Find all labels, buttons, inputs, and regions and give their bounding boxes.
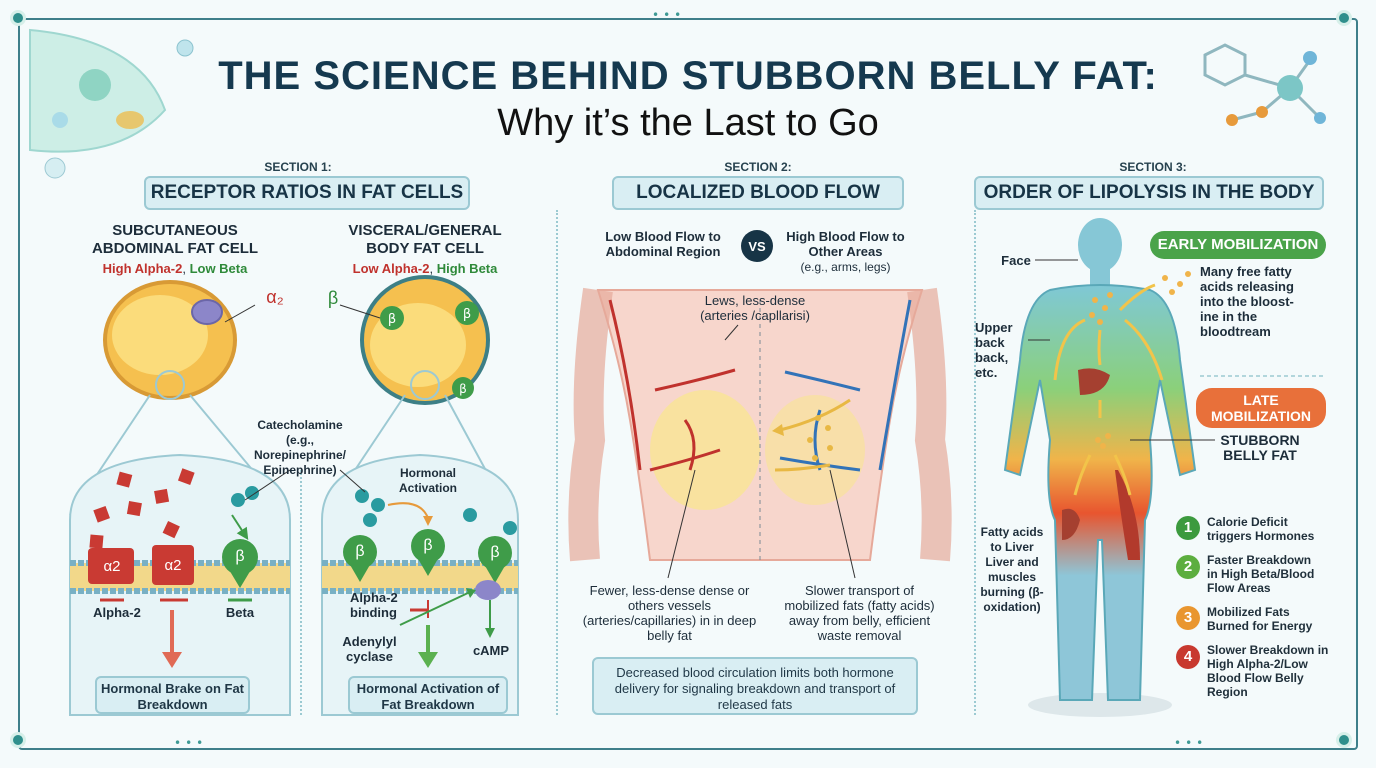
beta-receptor-label-r1: β bbox=[355, 543, 365, 560]
step-text-1: Calorie Deficit triggers Hormones bbox=[1207, 515, 1315, 543]
subcutaneous-title-line2: ABDOMINAL FAT CELL bbox=[91, 240, 259, 257]
step-number-4: 4 bbox=[1176, 645, 1200, 669]
adenylyl-cyclase-label: Adenylyl cyclase bbox=[342, 634, 397, 664]
upper-back-label: Upper back back, etc. bbox=[975, 320, 1013, 380]
beta-symbol: β bbox=[327, 288, 339, 308]
beta-receptor-label-left: β bbox=[235, 548, 245, 565]
fatty-acid-dots bbox=[1089, 271, 1191, 449]
fewer-vessels-label: Fewer, less-dense dense or others vessel… bbox=[582, 583, 757, 643]
svg-text:β: β bbox=[388, 312, 396, 327]
torso-illustration bbox=[568, 287, 952, 562]
section2-heading: LOCALIZED BLOOD FLOW bbox=[612, 176, 904, 210]
catecholamine-molecules-left bbox=[89, 468, 195, 549]
hormonal-activation-label: Hormonal Activation bbox=[398, 466, 457, 495]
svg-text:β: β bbox=[463, 307, 471, 322]
visceral-title-line2: BODY FAT CELL bbox=[366, 240, 484, 257]
section1-label: SECTION 1: bbox=[264, 160, 332, 174]
high-blood-flow-label: High Blood Flow to Other Areas bbox=[786, 229, 905, 259]
ratio-high-beta: High Beta bbox=[436, 261, 498, 276]
step-text-3: Mobilized Fats Burned for Energy bbox=[1207, 605, 1313, 633]
face-label: Face bbox=[1001, 253, 1031, 268]
subcutaneous-fat-cell-icon bbox=[103, 280, 237, 400]
step-number-3: 3 bbox=[1176, 606, 1200, 630]
section2-label: SECTION 2: bbox=[724, 160, 792, 174]
visceral-title: VISCERAL/GENERAL BODY FAT CELL bbox=[310, 222, 540, 258]
section3-label: SECTION 3: bbox=[1119, 160, 1187, 174]
page-title: THE SCIENCE BEHIND STUBBORN BELLY FAT: bbox=[218, 54, 1158, 98]
fatty-acids-liver-label: Fatty acids to Liver Liver and muscles b… bbox=[980, 525, 1044, 614]
section-divider-2 bbox=[974, 210, 976, 715]
stubborn-belly-fat-label: STUBBORN BELLY FAT bbox=[1220, 432, 1300, 463]
decor-dots-bottom: ••• bbox=[174, 736, 208, 750]
page-frame bbox=[18, 18, 1358, 750]
subcutaneous-ratio: High Alpha-2, Low Beta bbox=[60, 261, 290, 276]
section3-heading: ORDER OF LIPOLYSIS IN THE BODY bbox=[974, 176, 1324, 210]
beta-receptor-label-r3: β bbox=[490, 544, 500, 561]
vs-badge: VS bbox=[748, 239, 766, 254]
alpha2-receptor-label-2: α2 bbox=[164, 557, 182, 574]
hormonal-activation-caption: Hormonal Activation of Fat Breakdown bbox=[348, 676, 508, 714]
ratio-separator-left: , bbox=[182, 261, 186, 276]
page-subtitle: Why it’s the Last to Go bbox=[497, 102, 879, 144]
alpha2-receptor-2 bbox=[152, 545, 194, 585]
high-blood-flow-example: (e.g., arms, legs) bbox=[800, 260, 891, 274]
cell-decoration-icon bbox=[29, 28, 194, 179]
beta-label: Beta bbox=[225, 605, 255, 620]
corner-dot-br bbox=[1336, 732, 1352, 748]
slower-transport-label: Slower transport of mobilized fats (fatt… bbox=[784, 583, 935, 643]
ratio-separator-right: , bbox=[429, 261, 434, 276]
step-number-2: 2 bbox=[1176, 555, 1200, 579]
section1-heading: RECEPTOR RATIOS IN FAT CELLS bbox=[144, 176, 470, 210]
corner-dot-bl bbox=[10, 732, 26, 748]
late-mobilization-badge: LATE MOBILIZATION bbox=[1196, 388, 1326, 428]
corner-dot-tl bbox=[10, 10, 26, 26]
ratio-high-alpha: High Alpha-2 bbox=[102, 261, 183, 276]
body-silhouette-icon bbox=[1003, 218, 1197, 717]
decor-dots-bottom2: ••• bbox=[1174, 736, 1208, 750]
section-divider-1 bbox=[556, 210, 558, 715]
camp-label: cAMP bbox=[472, 643, 510, 658]
catecholamine-label: Catecholamine (e.g., Norepinephrine/ Epi… bbox=[253, 418, 346, 477]
alpha2-binding-label: Alpha-2 binding bbox=[350, 590, 398, 620]
beta-receptor-label-r2: β bbox=[423, 537, 433, 554]
alpha2-label: Alpha-2 bbox=[93, 605, 141, 620]
vessels-top-label: Lews, less-dense (arteries /capllarisi) bbox=[700, 293, 810, 323]
visceral-title-line1: VISCERAL/GENERAL bbox=[348, 222, 502, 239]
alpha2-receptor-label-1: α2 bbox=[103, 558, 121, 575]
catecholamine-molecules-right bbox=[355, 489, 517, 535]
low-blood-flow-label: Low Blood Flow to Abdominal Region bbox=[605, 229, 721, 259]
step-text-2: Faster Breakdown in High Beta/Blood Flow… bbox=[1207, 553, 1315, 595]
blood-flow-summary: Decreased blood circulation limits both … bbox=[592, 657, 918, 715]
section1-inner-divider bbox=[300, 470, 302, 715]
early-mobilization-badge: EARLY MOBILIZATION bbox=[1150, 231, 1326, 259]
visceral-ratio: Low Alpha-2, High Beta bbox=[310, 261, 540, 276]
subcutaneous-title: SUBCUTANEOUS ABDOMINAL FAT CELL bbox=[60, 222, 290, 258]
corner-dot-tr bbox=[1336, 10, 1352, 26]
hormonal-brake-caption: Hormonal Brake on Fat Breakdown bbox=[95, 676, 250, 714]
step-number-1: 1 bbox=[1176, 516, 1200, 540]
svg-text:β: β bbox=[459, 382, 467, 396]
ratio-low-beta: Low Beta bbox=[189, 261, 248, 276]
early-mobilization-desc: Many free fatty acids releasing into the… bbox=[1200, 264, 1294, 339]
alpha2-symbol: α₂ bbox=[266, 287, 284, 307]
alpha2-receptor-1 bbox=[88, 548, 134, 584]
decor-dots-top: ••• bbox=[652, 8, 686, 22]
subcutaneous-title-line1: SUBCUTANEOUS bbox=[112, 222, 238, 239]
step-text-4: Slower Breakdown in High Alpha-2/Low Blo… bbox=[1207, 643, 1329, 699]
ratio-low-alpha: Low Alpha-2 bbox=[352, 261, 430, 276]
